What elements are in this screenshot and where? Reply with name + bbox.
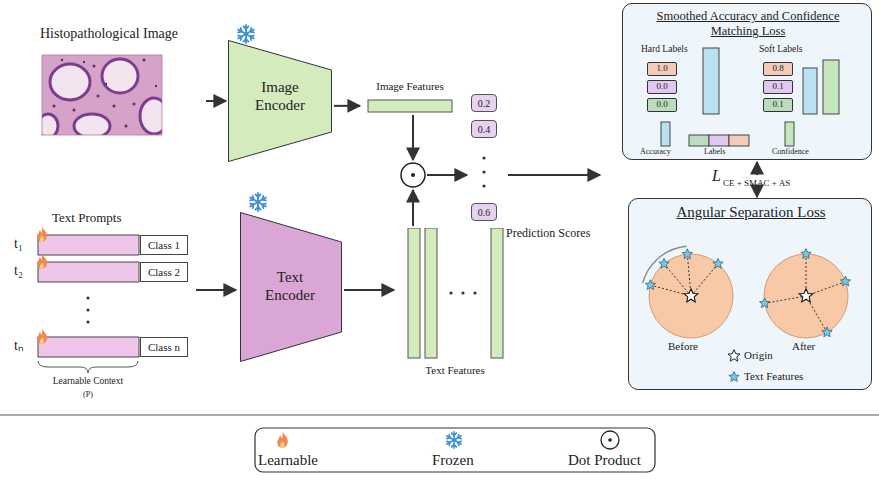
dot-product-symbol [601, 431, 619, 449]
node-text: Histopathological Image [14, 26, 204, 43]
separator-line [0, 415, 879, 416]
flow-arrow [206, 100, 226, 102]
loss-subscript: CE + SMAC + AS [723, 178, 790, 189]
node-text: 0.0 [656, 82, 667, 92]
prompt-index: t₂ [14, 263, 23, 280]
legend-text: Origin [744, 349, 773, 362]
image-panel: Histopathological Image [14, 26, 204, 140]
node-text: Class 1 [148, 239, 180, 251]
encoder-trapezoid: Text Encoder [240, 212, 342, 362]
encoder-trapezoid: Image Encoder [228, 40, 332, 162]
node-text: 0.4 [478, 124, 491, 135]
histology-image [14, 26, 204, 140]
class-box: Class 1 [140, 235, 188, 255]
legend-text: Learnable [258, 451, 318, 469]
node-text: 1.0 [656, 64, 667, 74]
node-text: Class 2 [148, 266, 180, 278]
label-box: 1.0 [647, 62, 677, 76]
frozen-icon [249, 193, 267, 211]
prompt-bars [38, 235, 139, 357]
dot-product-symbol [401, 163, 425, 187]
legend-box [255, 428, 655, 472]
feature-bars [396, 228, 514, 384]
context-bracket [38, 361, 138, 373]
figure-caption: Before [668, 340, 698, 353]
output-label: Prediction Scores [506, 226, 590, 240]
loss-panel: Angular Separation Loss [628, 198, 872, 390]
node-text: Image Encoder [240, 78, 320, 114]
feature-matrix: Text Features [396, 228, 514, 384]
flow-arrow [334, 105, 360, 107]
node-text: 0.2 [478, 98, 491, 109]
score-box: 0.4 [471, 120, 497, 138]
node-text: 0.1 [772, 100, 783, 110]
frozen-icon [446, 432, 462, 448]
learnable-icon [37, 253, 47, 269]
axis-label: Accuracy [640, 147, 671, 157]
bracket-label: Learnable Context [38, 376, 138, 387]
prompt-index: t₁ [14, 236, 23, 253]
label-box: 0.0 [647, 80, 677, 94]
bracket-label: (P) [38, 390, 138, 400]
bar-group-label: Soft Labels [759, 44, 803, 55]
axis-label: Labels [704, 147, 725, 157]
angular-separation-figure [629, 199, 873, 391]
node-text: 0.0 [656, 100, 667, 110]
label-box: 0.1 [763, 80, 793, 94]
node-text: 0.6 [478, 207, 491, 218]
feature-vector: Image Features [362, 80, 458, 114]
legend-text: Dot Product [568, 451, 641, 469]
node-text: Text Encoder [250, 268, 330, 304]
learnable-icon [277, 431, 287, 448]
loss-symbol: L [712, 166, 721, 185]
flow-arrow [344, 289, 394, 291]
node-text: Angular Separation Loss [629, 203, 873, 221]
label-box: 0.0 [647, 98, 677, 112]
prompt-index: tₙ [14, 338, 24, 355]
learnable-icon [37, 328, 47, 344]
loss-panel: Smoothed Accuracy and Confidence Matchin… [622, 3, 872, 160]
legend-text: Text Features [744, 370, 803, 383]
label-box: 0.1 [763, 98, 793, 112]
node-text: 0.8 [772, 64, 783, 74]
score-box: 0.2 [471, 94, 497, 112]
figure-caption: After [792, 340, 815, 353]
legend-text: Frozen [432, 451, 474, 469]
label-box: 0.8 [763, 62, 793, 76]
node-text: Class n [148, 341, 180, 353]
score-box: 0.6 [471, 203, 497, 221]
node-text: Smoothed Accuracy and Confidence Matchin… [633, 9, 863, 39]
section-title: Text Prompts [52, 210, 122, 226]
axis-label: Confidence [772, 147, 809, 157]
class-box: Class 2 [140, 262, 188, 282]
bar-group-label: Hard Labels [641, 44, 688, 55]
class-box: Class n [140, 337, 188, 357]
node-text: 0.1 [772, 82, 783, 92]
node-text: Text Features [396, 364, 514, 377]
learnable-icon [37, 226, 47, 242]
node-text: Image Features [362, 80, 458, 93]
frozen-icon [237, 25, 255, 43]
